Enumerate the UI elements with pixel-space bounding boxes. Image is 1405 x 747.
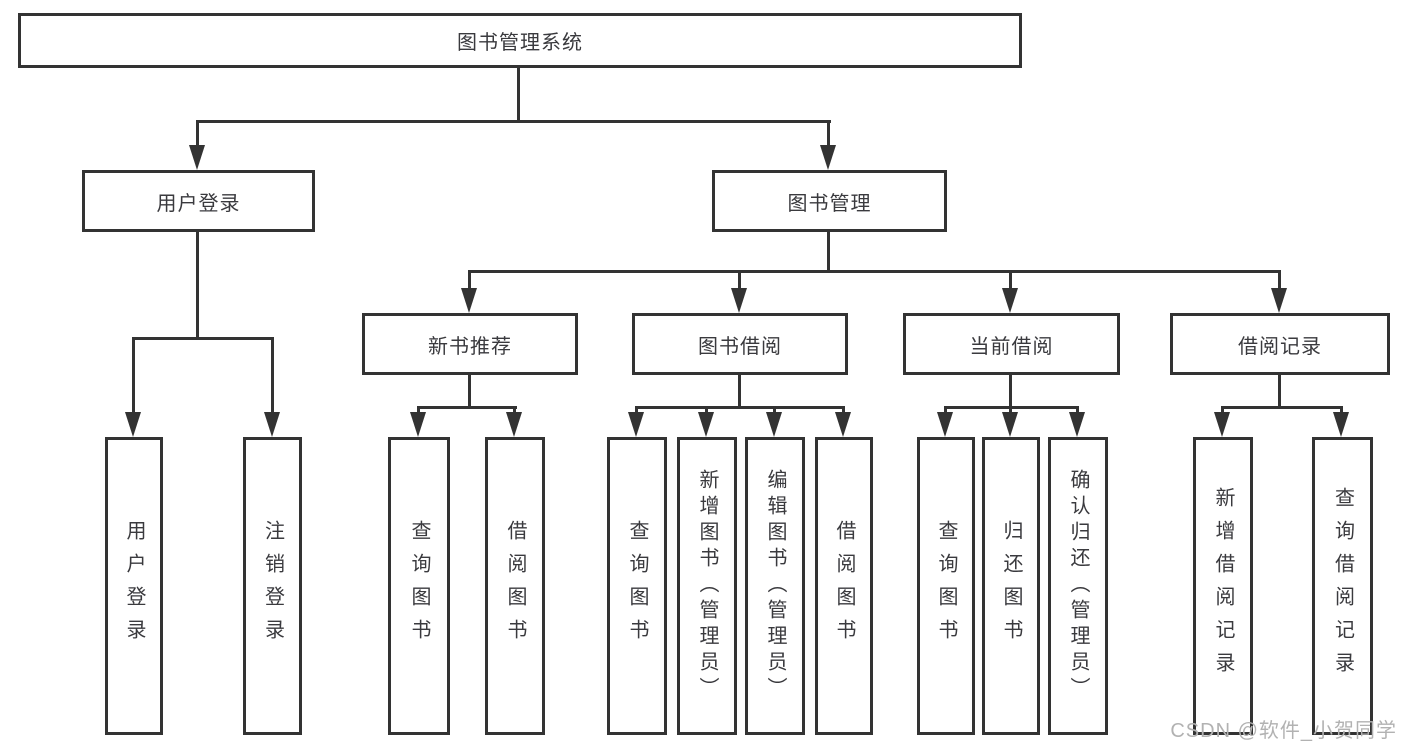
leaf-borrow-query-books: 查询图书 bbox=[607, 437, 667, 735]
leaf-current-confirm-return-admin: 确认归还（管理员） bbox=[1048, 437, 1108, 735]
arrow-down-icon bbox=[506, 412, 522, 437]
leaf-borrow-query-books-label: 查询图书 bbox=[626, 520, 648, 652]
arrow-down-icon bbox=[1002, 288, 1018, 313]
node-current-borrow: 当前借阅 bbox=[903, 313, 1120, 375]
node-root-system-label: 图书管理系统 bbox=[457, 32, 583, 54]
leaf-borrow-add-books-admin: 新增图书（管理员） bbox=[677, 437, 737, 735]
leaf-logout: 注销登录 bbox=[243, 437, 302, 735]
edge-sec0-stem bbox=[468, 375, 471, 406]
edge-login-to-child-0 bbox=[132, 337, 135, 415]
edge-mgmt-to-sec-3 bbox=[1278, 270, 1281, 290]
leaf-recommend-borrow-books-label: 借阅图书 bbox=[504, 520, 526, 652]
edge-sec3-to-child-1 bbox=[1340, 406, 1343, 415]
edge-sec1-to-child-1 bbox=[705, 406, 708, 415]
leaf-current-query-books-label: 查询图书 bbox=[935, 520, 957, 652]
node-book-borrow: 图书借阅 bbox=[632, 313, 848, 375]
node-new-book-recommend: 新书推荐 bbox=[362, 313, 578, 375]
leaf-borrow-edit-books-admin-label: 编辑图书（管理员） bbox=[764, 469, 786, 703]
node-user-login-label: 用户登录 bbox=[156, 192, 241, 215]
arrow-down-icon bbox=[264, 412, 280, 437]
edge-sec1-rail bbox=[635, 406, 844, 409]
leaf-borrow-borrow-books-label: 借阅图书 bbox=[833, 520, 855, 652]
arrow-down-icon bbox=[1214, 412, 1230, 437]
arrow-down-icon bbox=[937, 412, 953, 437]
arrow-down-icon bbox=[820, 145, 836, 170]
node-current-borrow-label: 当前借阅 bbox=[969, 335, 1054, 358]
leaf-borrow-edit-books-admin: 编辑图书（管理员） bbox=[745, 437, 805, 735]
edge-mgmt-rail bbox=[468, 270, 1281, 273]
arrow-down-icon bbox=[461, 288, 477, 313]
edge-sec2-to-child-1 bbox=[1009, 406, 1012, 415]
leaf-user-login-label: 用户登录 bbox=[123, 520, 145, 652]
edge-sec1-to-child-0 bbox=[635, 406, 638, 415]
edge-root-to-login bbox=[196, 120, 199, 148]
arrow-down-icon bbox=[1069, 412, 1085, 437]
edge-root-stem bbox=[517, 68, 520, 120]
leaf-logout-label: 注销登录 bbox=[261, 520, 284, 652]
node-user-login: 用户登录 bbox=[82, 170, 315, 232]
arrow-down-icon bbox=[698, 412, 714, 437]
node-root-system: 图书管理系统 bbox=[18, 13, 1022, 68]
leaf-current-return-books: 归还图书 bbox=[982, 437, 1040, 735]
node-book-mgmt-label: 图书管理 bbox=[787, 192, 872, 215]
node-new-book-recommend-label: 新书推荐 bbox=[428, 335, 512, 358]
edge-sec2-stem bbox=[1009, 375, 1012, 406]
arrow-down-icon bbox=[125, 412, 141, 437]
edge-sec2-to-child-2 bbox=[1076, 406, 1079, 415]
arrow-down-icon bbox=[628, 412, 644, 437]
edge-mgmt-stem bbox=[827, 232, 830, 272]
edge-mgmt-to-sec-0 bbox=[468, 270, 471, 290]
edge-login-rail bbox=[133, 337, 274, 340]
leaf-borrow-borrow-books: 借阅图书 bbox=[815, 437, 873, 735]
arrow-down-icon bbox=[835, 412, 851, 437]
node-book-borrow-label: 图书借阅 bbox=[698, 335, 782, 358]
arrow-down-icon bbox=[731, 288, 747, 313]
leaf-records-query-record: 查询借阅记录 bbox=[1312, 437, 1373, 735]
leaf-records-query-record-label: 查询借阅记录 bbox=[1331, 487, 1354, 685]
edge-sec0-rail bbox=[417, 406, 517, 409]
edge-sec0-to-child-1 bbox=[513, 406, 516, 415]
arrow-down-icon bbox=[1002, 412, 1018, 437]
leaf-records-add-record-label: 新增借阅记录 bbox=[1212, 487, 1234, 685]
edge-sec3-rail bbox=[1221, 406, 1342, 409]
edge-root-to-mgmt bbox=[827, 120, 830, 148]
arrow-down-icon bbox=[1333, 412, 1349, 437]
arrow-down-icon bbox=[1271, 288, 1287, 313]
leaf-records-add-record: 新增借阅记录 bbox=[1193, 437, 1253, 735]
csdn-watermark: CSDN @软件_小贺同学 bbox=[1170, 720, 1397, 742]
arrow-down-icon bbox=[189, 145, 205, 170]
edge-sec3-to-child-0 bbox=[1221, 406, 1224, 415]
edge-sec1-to-child-2 bbox=[773, 406, 776, 415]
leaf-borrow-add-books-admin-label: 新增图书（管理员） bbox=[696, 469, 718, 703]
edge-sec1-stem bbox=[738, 375, 741, 406]
arrow-down-icon bbox=[410, 412, 426, 437]
edge-sec3-stem bbox=[1278, 375, 1281, 406]
edge-root-rail bbox=[197, 120, 831, 123]
edge-login-to-child-1 bbox=[271, 337, 274, 415]
leaf-user-login: 用户登录 bbox=[105, 437, 163, 735]
leaf-current-query-books: 查询图书 bbox=[917, 437, 975, 735]
edge-mgmt-to-sec-1 bbox=[738, 270, 741, 290]
edge-sec1-to-child-3 bbox=[842, 406, 845, 415]
leaf-current-confirm-return-admin-label: 确认归还（管理员） bbox=[1067, 469, 1089, 703]
node-borrow-records-label: 借阅记录 bbox=[1238, 335, 1322, 358]
edge-sec0-to-child-0 bbox=[417, 406, 420, 415]
node-book-mgmt: 图书管理 bbox=[712, 170, 947, 232]
edge-login-stem bbox=[196, 232, 199, 337]
leaf-recommend-borrow-books: 借阅图书 bbox=[485, 437, 545, 735]
arrow-down-icon bbox=[766, 412, 782, 437]
leaf-recommend-query-books-label: 查询图书 bbox=[408, 520, 430, 652]
edge-sec2-to-child-0 bbox=[944, 406, 947, 415]
leaf-recommend-query-books: 查询图书 bbox=[388, 437, 450, 735]
edge-mgmt-to-sec-2 bbox=[1009, 270, 1012, 290]
leaf-current-return-books-label: 归还图书 bbox=[1000, 520, 1022, 652]
node-borrow-records: 借阅记录 bbox=[1170, 313, 1390, 375]
